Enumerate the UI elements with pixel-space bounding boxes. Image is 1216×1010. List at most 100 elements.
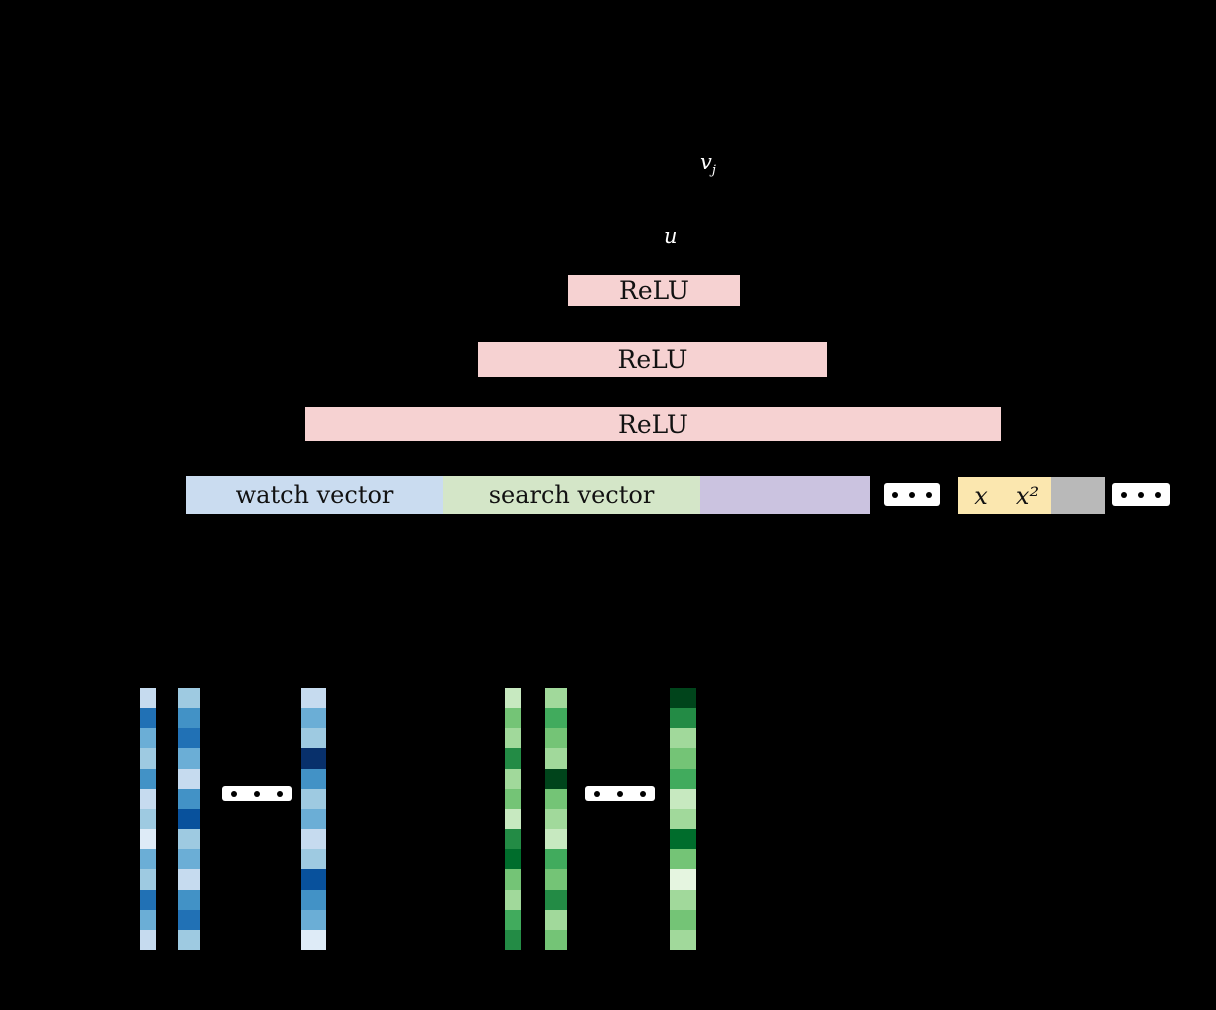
embedding-cell — [505, 808, 521, 830]
embedding-cell — [301, 688, 326, 709]
embedding-cell — [505, 748, 521, 769]
vj-label: vj — [700, 150, 716, 179]
x-feature-box: x — [958, 477, 1004, 514]
embedding-cell — [670, 909, 696, 930]
ellipsis-box-features-right — [1112, 483, 1170, 506]
ellipsis-box-features-left — [884, 483, 940, 506]
search-vector-box: search vector — [443, 476, 700, 514]
embedding-cell — [178, 768, 200, 789]
embedding-cell — [545, 768, 567, 789]
embedding-cell — [140, 869, 156, 890]
search-embedding-strip-2 — [545, 688, 567, 951]
embedding-cell — [140, 728, 156, 749]
embedding-cell — [670, 929, 696, 951]
embedding-cell — [505, 708, 521, 729]
embedding-cell — [178, 849, 200, 870]
embedding-cell — [301, 728, 326, 749]
dot-icon — [1155, 491, 1161, 498]
dot-icon — [1138, 491, 1144, 498]
embedding-cell — [301, 849, 326, 870]
dot-icon — [892, 491, 898, 498]
embedding-cell — [140, 748, 156, 769]
embedding-cell — [178, 708, 200, 729]
embedding-cell — [178, 829, 200, 850]
embedding-cell — [545, 929, 567, 951]
embedding-cell — [545, 808, 567, 830]
embedding-cell — [505, 889, 521, 910]
relu-layer-middle: ReLU — [478, 342, 827, 377]
gray-feature-box — [1051, 477, 1105, 514]
search-embedding-strip-1 — [505, 688, 521, 951]
embedding-cell — [670, 808, 696, 830]
embedding-cell — [670, 889, 696, 910]
embedding-cell — [670, 688, 696, 709]
embedding-cell — [670, 768, 696, 789]
embedding-cell — [545, 748, 567, 769]
embedding-cell — [178, 929, 200, 951]
embedding-cell — [140, 788, 156, 809]
embedding-cell — [505, 849, 521, 870]
embedding-cell — [545, 829, 567, 850]
embedding-cell — [140, 889, 156, 910]
embedding-cell — [545, 869, 567, 890]
embedding-cell — [178, 808, 200, 830]
dot-icon — [1121, 491, 1127, 498]
embedding-cell — [545, 708, 567, 729]
embedding-cell — [178, 788, 200, 809]
embedding-cell — [670, 829, 696, 850]
dense-feature-box — [700, 476, 870, 514]
dot-icon — [277, 790, 283, 797]
dot-icon — [926, 491, 932, 498]
embedding-cell — [670, 869, 696, 890]
embedding-cell — [670, 708, 696, 729]
embedding-cell — [140, 829, 156, 850]
embedding-cell — [505, 829, 521, 850]
ellipsis-box-watch-embeddings — [222, 786, 292, 801]
embedding-cell — [545, 889, 567, 910]
watch-embedding-strip-2 — [178, 688, 200, 951]
embedding-cell — [301, 708, 326, 729]
vj-label-subscript: j — [711, 163, 716, 179]
embedding-cell — [301, 808, 326, 830]
embedding-cell — [301, 748, 326, 769]
dot-icon — [617, 790, 623, 797]
embedding-cell — [140, 768, 156, 789]
embedding-cell — [301, 768, 326, 789]
watch-vector-box: watch vector — [186, 476, 443, 514]
embedding-cell — [505, 688, 521, 709]
embedding-cell — [505, 768, 521, 789]
embedding-cell — [178, 869, 200, 890]
embedding-cell — [301, 909, 326, 930]
embedding-cell — [140, 909, 156, 930]
watch-embedding-strip-1 — [140, 688, 156, 951]
embedding-cell — [505, 728, 521, 749]
embedding-cell — [505, 869, 521, 890]
embedding-cell — [545, 849, 567, 870]
dot-icon — [640, 790, 646, 797]
embedding-cell — [301, 929, 326, 951]
embedding-cell — [301, 889, 326, 910]
embedding-cell — [670, 728, 696, 749]
embedding-cell — [140, 688, 156, 709]
embedding-cell — [545, 909, 567, 930]
embedding-cell — [545, 788, 567, 809]
watch-embedding-strip-n — [301, 688, 326, 951]
dot-icon — [231, 790, 237, 797]
dot-icon — [909, 491, 915, 498]
embedding-cell — [140, 708, 156, 729]
relu-layer-bottom: ReLU — [305, 407, 1001, 441]
x-squared-feature-box: x² — [1004, 477, 1051, 514]
relu-layer-top: ReLU — [568, 275, 740, 306]
ellipsis-box-search-embeddings — [585, 786, 655, 801]
embedding-cell — [301, 869, 326, 890]
vj-label-base: v — [700, 150, 712, 174]
embedding-cell — [301, 788, 326, 809]
embedding-cell — [670, 748, 696, 769]
embedding-cell — [545, 688, 567, 709]
u-label: u — [664, 224, 678, 248]
embedding-cell — [670, 788, 696, 809]
embedding-cell — [505, 788, 521, 809]
embedding-cell — [670, 849, 696, 870]
embedding-cell — [505, 909, 521, 930]
